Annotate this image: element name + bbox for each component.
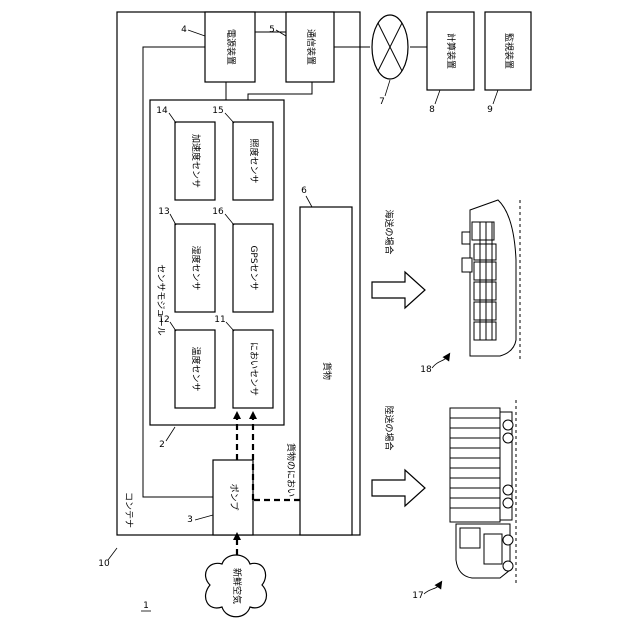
ref-monitor: 9 (487, 105, 493, 115)
gps-sensor-label: GPSセンサ (248, 245, 259, 290)
odor-sensor-label: においセンサ (248, 342, 259, 396)
cargo-odor-label: 貨物のにおい (285, 443, 297, 497)
ref-cargo-leader (306, 196, 312, 207)
ref-calc: 8 (429, 105, 435, 115)
ref-sensor-module-leader (166, 427, 175, 441)
container-truck-icon (450, 400, 516, 586)
ref-gps-sensor: 16 (212, 207, 224, 217)
comm-module-wire (248, 80, 312, 100)
ref-ship-leader (432, 356, 448, 368)
ref-container: 10 (98, 559, 110, 569)
block-arrow-land (372, 470, 425, 506)
ref-monitor-leader (493, 90, 498, 104)
ref-power: 4 (181, 25, 187, 35)
network-x-icon (372, 15, 408, 79)
ref-truck: 17 (412, 591, 423, 601)
ref-power-leader (188, 30, 205, 36)
calc-device-label: 計算装置 (445, 33, 457, 69)
ref-comm: 5 (269, 25, 275, 35)
container-label: コンテナ (123, 492, 134, 528)
ref-system: 1 (143, 601, 149, 611)
ref-illum-sensor: 15 (212, 106, 223, 116)
accel-sensor-label: 加速度センサ (190, 134, 202, 188)
ref-odor-sensor: 11 (214, 315, 225, 325)
block-arrow-sea (372, 272, 425, 308)
ref-accel-sensor: 14 (156, 106, 168, 116)
ref-pump: 3 (187, 515, 193, 525)
land-transport-label: 陸送の場合 (383, 405, 395, 450)
comm-device-label: 通信装置 (305, 29, 317, 65)
sea-transport-label: 海送の場合 (383, 209, 395, 254)
ref-network: 7 (379, 97, 385, 107)
ref-sensor-module: 2 (159, 440, 165, 450)
ref-comm-leader (276, 30, 286, 36)
temp-sensor-label: 温度センサ (190, 346, 202, 391)
ref-network-leader (385, 80, 390, 96)
ref-cargo: 6 (301, 186, 307, 196)
illum-sensor-label: 照度センサ (248, 138, 260, 183)
ref-calc-leader (435, 90, 440, 104)
ref-humidity-sensor: 13 (158, 207, 169, 217)
ref-temp-sensor: 12 (158, 315, 169, 325)
ref-ship: 18 (420, 365, 432, 375)
humidity-sensor-label: 湿度センサ (190, 245, 202, 290)
ref-truck-leader (424, 584, 440, 594)
cargo-label: 貨物 (321, 362, 333, 380)
ref-pump-leader (195, 515, 213, 520)
power-supply-label: 電源装置 (225, 29, 237, 65)
pump-label: ポンプ (228, 484, 239, 511)
ref-container-leader (108, 548, 117, 560)
monitor-device-label: 監視装置 (503, 33, 515, 69)
container-ship-icon (462, 200, 520, 360)
fresh-air-label: 新鮮空気 (231, 568, 243, 604)
